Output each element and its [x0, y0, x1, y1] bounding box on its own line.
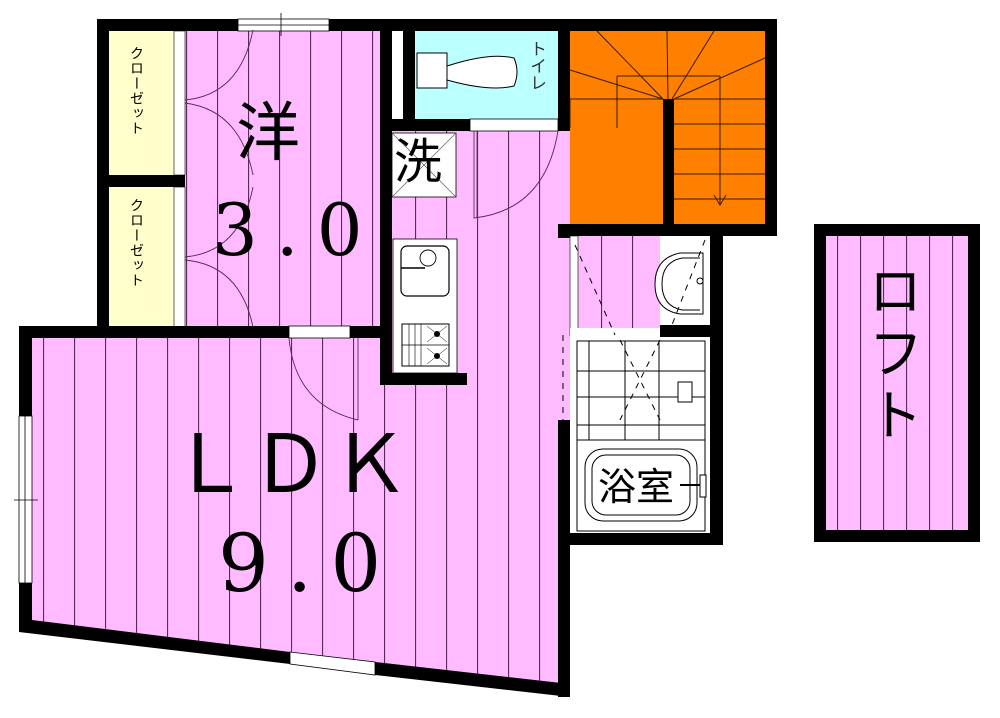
stair-treads: [569, 30, 766, 206]
toilet-bowl-icon: [416, 52, 518, 89]
toilet-label: トイレ: [526, 40, 546, 91]
loft-label: ロフト: [858, 262, 923, 448]
bathtub-icon: [584, 448, 707, 522]
ldk-label: ＬＤＫ: [170, 418, 410, 511]
dashed-guides: [562, 239, 706, 430]
closet-top-floor: [109, 31, 174, 175]
western-room-size: 3.0: [212, 188, 381, 272]
kitchen-counter: [392, 238, 458, 374]
bathroom-label: 浴室: [598, 465, 675, 509]
shower-area-icon: [576, 340, 706, 532]
ldk-size: 9.0: [218, 517, 400, 610]
closet-top-label: クローゼット: [128, 46, 144, 136]
washbasin-icon: [654, 252, 704, 315]
ldk-floor: [32, 128, 663, 695]
door-swings: [184, 29, 559, 421]
laundry-label: 洗: [394, 134, 443, 190]
windows: [14, 13, 559, 676]
loft-floor: [826, 236, 968, 530]
western-room-label: 洋: [236, 97, 300, 171]
closet-bottom-label: クローゼット: [128, 198, 144, 288]
closet-bottom-floor: [109, 187, 174, 327]
western-room-floor: [185, 31, 381, 327]
kitchen-sink-icon: [400, 245, 450, 297]
